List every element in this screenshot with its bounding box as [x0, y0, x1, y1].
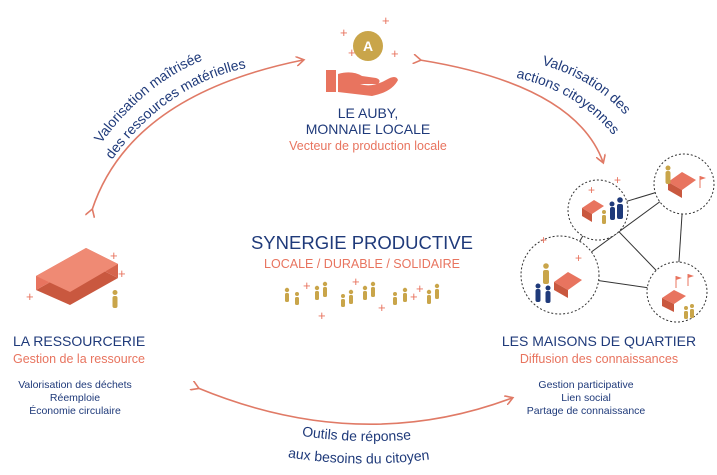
svg-text:+: +	[391, 46, 399, 61]
ressourcerie-item-2: Réemploie	[50, 392, 100, 404]
svg-text:+: +	[118, 266, 126, 281]
coin-letter: A	[363, 38, 373, 54]
svg-text:+: +	[575, 251, 582, 265]
svg-text:+: +	[352, 274, 360, 289]
arrow-top-left-label-1: Valorisation maîtrisée	[91, 48, 205, 145]
maisons-network-icon: + + + +	[520, 153, 715, 323]
svg-text:+: +	[416, 281, 424, 296]
ressourcerie-item-3: Économie circulaire	[29, 404, 121, 417]
center-subtitle: LOCALE / DURABLE / SOLIDAIRE	[264, 257, 460, 271]
svg-text:+: +	[540, 233, 547, 247]
ressourcerie-subtitle: Gestion de la ressource	[13, 352, 145, 366]
hand-coin-icon: + + + + A	[326, 13, 399, 96]
svg-text:+: +	[382, 13, 390, 28]
arrow-bottom	[198, 388, 512, 425]
maisons-item-3: Partage de connaissance	[527, 405, 646, 417]
ressourcerie-item-1: Valorisation des déchets	[18, 379, 132, 391]
maisons-item-2: Lien social	[561, 392, 611, 404]
svg-text:+: +	[340, 25, 348, 40]
center-title: SYNERGIE PRODUCTIVE	[251, 232, 473, 253]
plus-signs: + + + + + +	[303, 274, 424, 323]
auby-subtitle: Vecteur de production locale	[289, 139, 447, 153]
arrow-top-right	[420, 60, 603, 162]
arrow-bottom-label-2: aux besoins du citoyen	[287, 444, 430, 466]
arrow-top-left	[92, 60, 303, 210]
svg-text:+: +	[614, 173, 621, 187]
maisons-subtitle: Diffusion des connaissances	[520, 352, 678, 366]
auby-title-line2: MONNAIE LOCALE	[306, 121, 430, 137]
ressourcerie-building-icon: + + +	[26, 248, 126, 308]
svg-text:+: +	[26, 289, 34, 304]
auby-title-line1: LE AUBY,	[338, 105, 398, 121]
people-group-icon	[284, 281, 440, 307]
svg-text:+: +	[318, 308, 326, 323]
svg-text:+: +	[348, 45, 356, 60]
svg-text:+: +	[410, 289, 418, 304]
svg-text:+: +	[110, 248, 118, 263]
arrow-bottom-label-1: Outils de réponse	[301, 423, 411, 444]
ressourcerie-title: LA RESSOURCERIE	[13, 333, 145, 349]
svg-text:+: +	[378, 300, 386, 315]
svg-text:+: +	[588, 183, 595, 197]
svg-text:+: +	[303, 278, 311, 293]
maisons-title: LES MAISONS DE QUARTIER	[502, 333, 696, 349]
maisons-item-1: Gestion participative	[538, 379, 633, 391]
